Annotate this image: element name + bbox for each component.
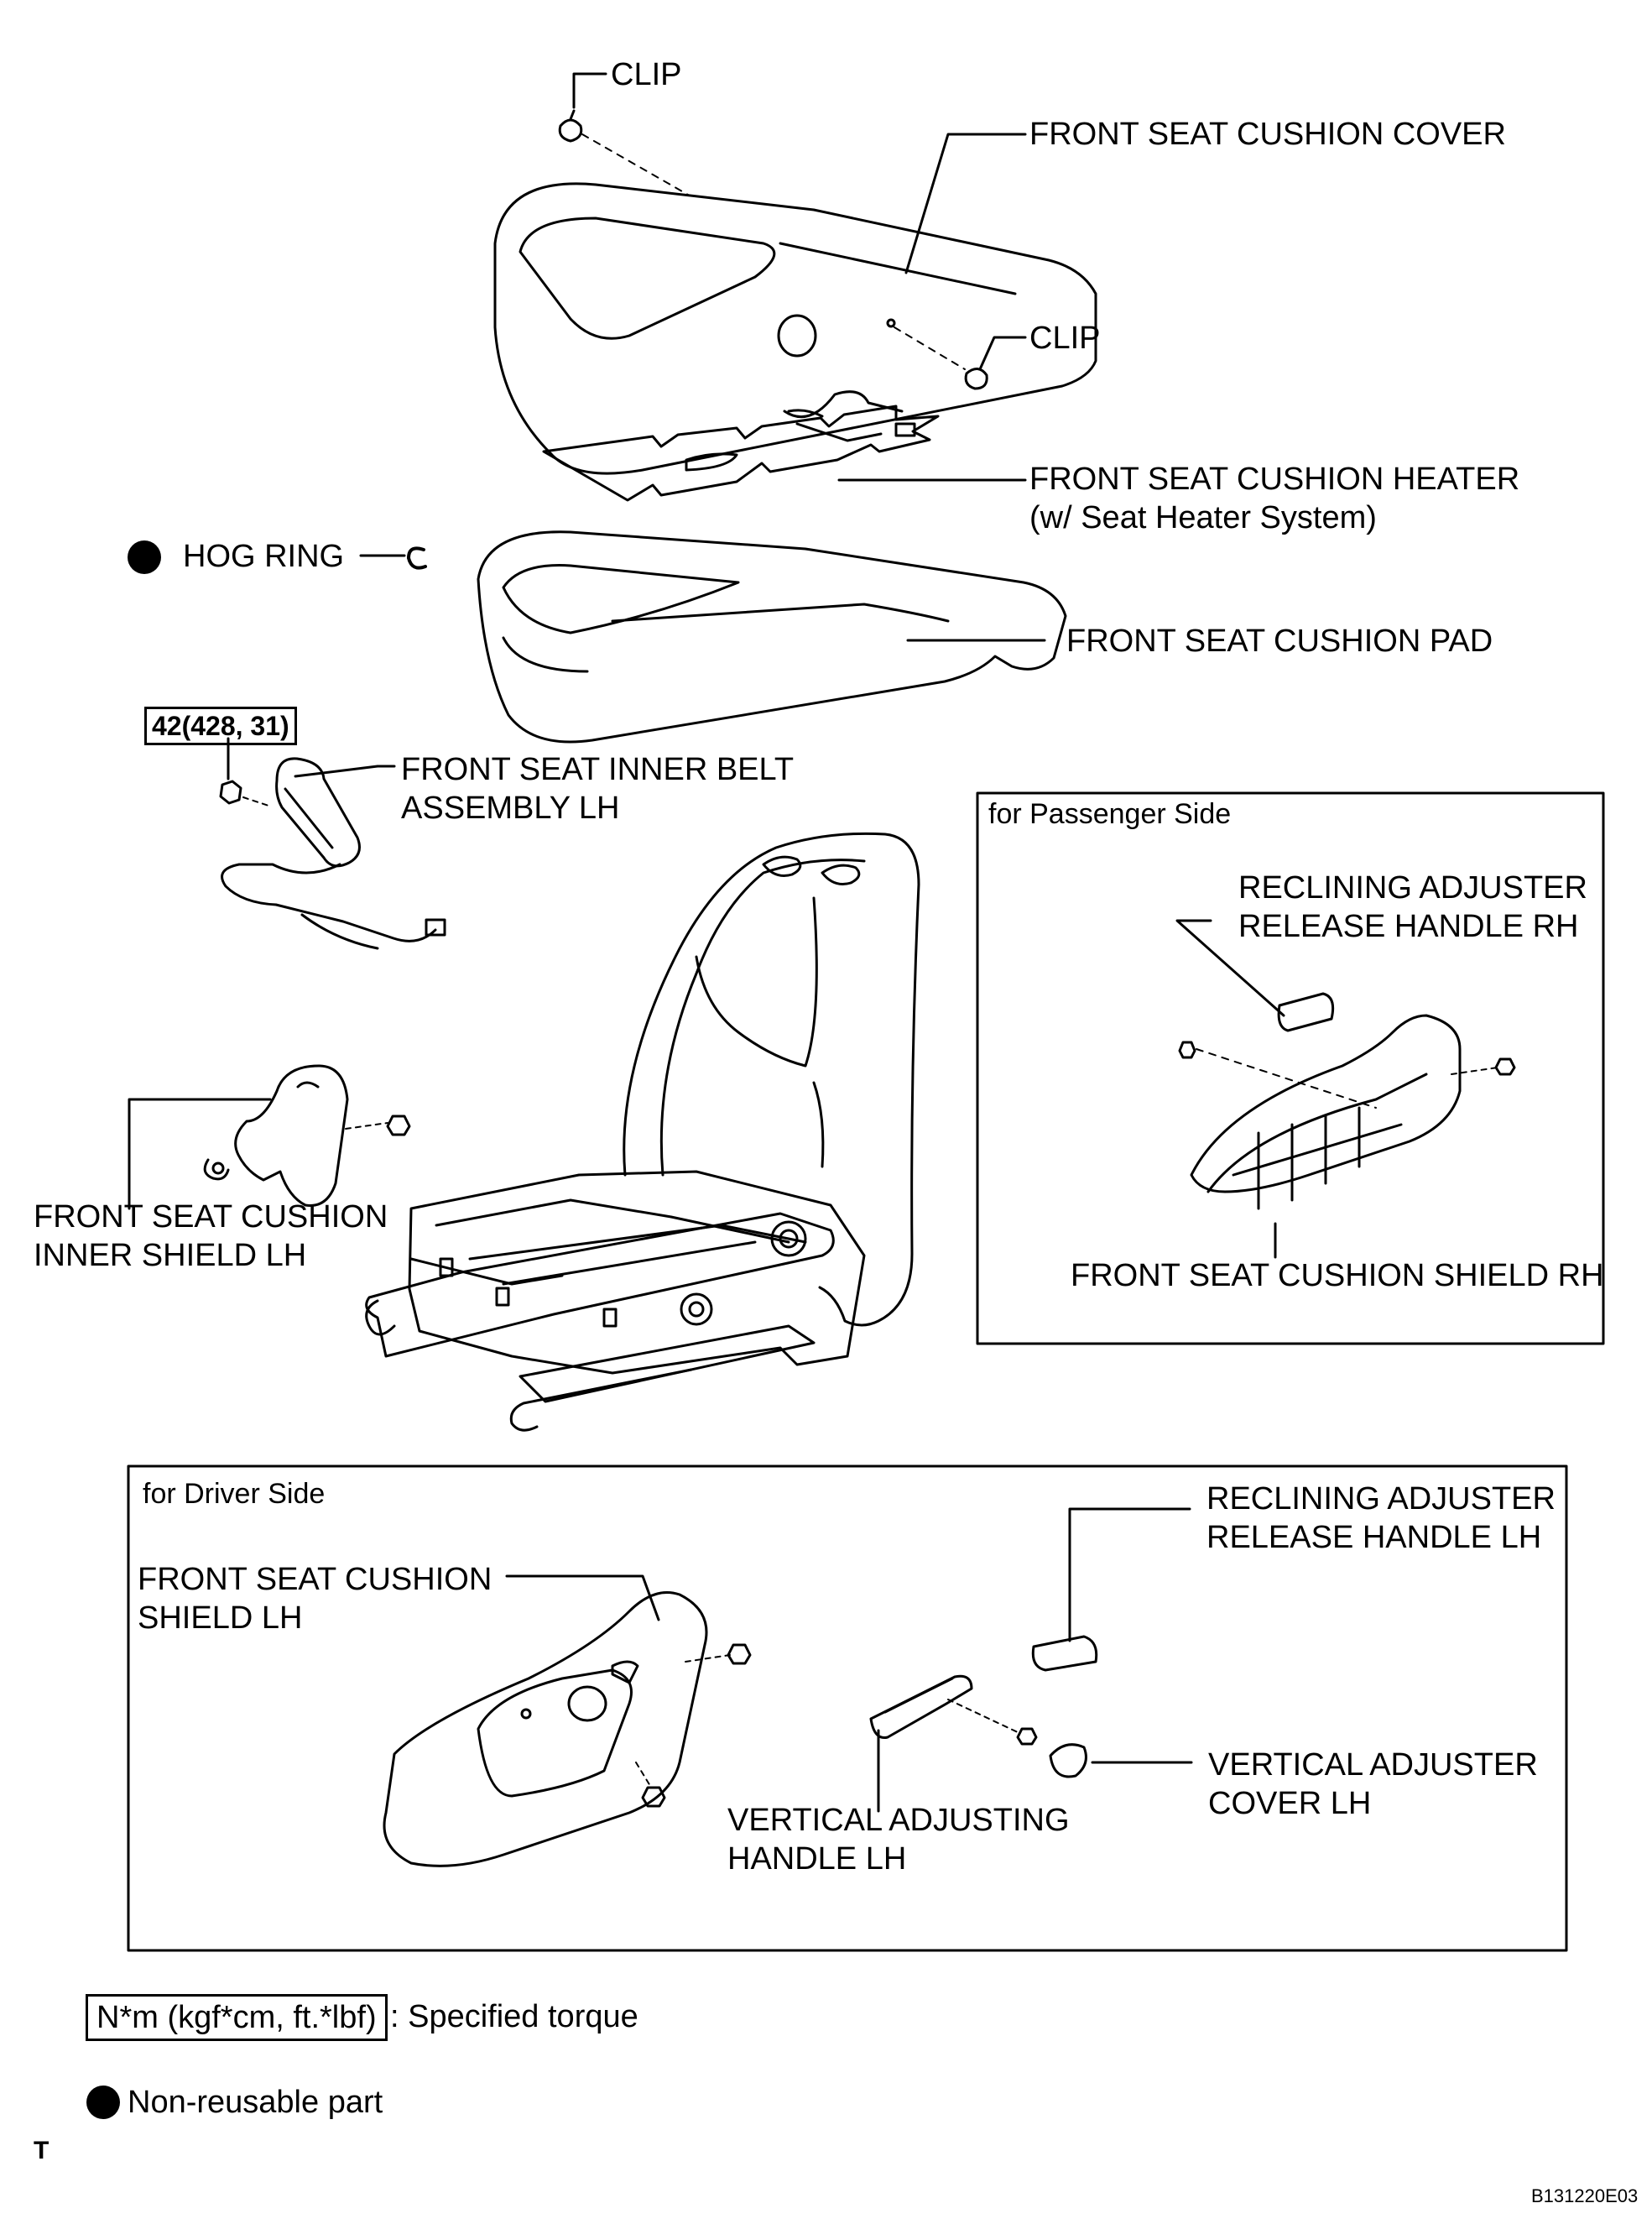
clip-top-label: CLIP: [611, 57, 682, 92]
inner-shield-leader: [128, 1098, 272, 1210]
recline-lh-label-line1: RECLINING ADJUSTER: [1206, 1481, 1556, 1517]
cushion-cover-label: FRONT SEAT CUSHION COVER: [1029, 117, 1506, 152]
cushion-heater-label: FRONT SEAT CUSHION HEATER (w/ Seat Heate…: [1029, 460, 1519, 537]
recline-rh-leader: [1175, 919, 1285, 1017]
shield-rh-part: [1178, 1014, 1516, 1210]
clip-top-dashed: [581, 133, 689, 196]
cushion-heater-label-line2: (w/ Seat Heater System): [1029, 500, 1377, 535]
legend-torque-desc: : Specified torque: [390, 1999, 638, 2034]
shield-lh-label-line1: FRONT SEAT CUSHION: [138, 1562, 492, 1597]
vert-cover-label-line1: VERTICAL ADJUSTER: [1208, 1747, 1538, 1783]
inner-belt-label-line2: ASSEMBLY LH: [401, 791, 620, 826]
cushion-cover-leader: [904, 133, 1027, 274]
inner-shield-label-line1: FRONT SEAT CUSHION: [34, 1199, 388, 1235]
clip-top-leader: [572, 72, 607, 109]
clip-right-label: CLIP: [1029, 321, 1101, 356]
vert-handle-label-line1: VERTICAL ADJUSTING: [727, 1803, 1070, 1838]
shield-lh-label: FRONT SEAT CUSHION SHIELD LH: [138, 1560, 492, 1637]
shield-lh-label-line2: SHIELD LH: [138, 1600, 303, 1636]
hog-ring-part: [407, 546, 427, 570]
inner-belt-label-line1: FRONT SEAT INNER BELT: [401, 752, 795, 787]
cushion-pad-label: FRONT SEAT CUSHION PAD: [1066, 624, 1493, 659]
passenger-side-title: for Passenger Side: [988, 798, 1232, 830]
shield-lh-part: [383, 1591, 752, 1867]
shield-rh-label: FRONT SEAT CUSHION SHIELD RH: [1071, 1258, 1604, 1293]
inner-belt-leader: [294, 765, 396, 778]
cushion-pad-part: [477, 530, 1067, 744]
corner-mark: T: [34, 2137, 50, 2164]
nonreusable-dot-icon: [128, 540, 161, 574]
seat-frame-part: [365, 832, 920, 1432]
clip-right-dashed: [894, 326, 966, 370]
legend-nonreusable-label: Non-reusable part: [128, 2085, 383, 2120]
inner-belt-part: [219, 757, 446, 950]
vert-handle-label: VERTICAL ADJUSTING HANDLE LH: [727, 1801, 1070, 1878]
inner-shield-part: [203, 1064, 411, 1207]
passenger-side-box: [976, 791, 1605, 1345]
recline-rh-label-line2: RELEASE HANDLE RH: [1238, 909, 1579, 944]
recline-lh-label-line2: RELEASE HANDLE LH: [1206, 1520, 1542, 1555]
driver-side-title: for Driver Side: [143, 1478, 326, 1510]
legend-nonreusable-icon: [86, 2086, 120, 2119]
cushion-heater-part: [542, 390, 940, 502]
legend-torque-unit-box: N*m (kgf*cm, ft.*lbf): [86, 1994, 388, 2041]
hog-ring-label: HOG RING: [183, 539, 345, 574]
figure-id: B131220E03: [1531, 2185, 1639, 2206]
inner-shield-label: FRONT SEAT CUSHION INNER SHIELD LH: [34, 1198, 388, 1275]
inner-belt-label: FRONT SEAT INNER BELT ASSEMBLY LH: [401, 750, 794, 827]
recline-rh-label-line1: RECLINING ADJUSTER: [1238, 870, 1587, 906]
vert-handle-label-line2: HANDLE LH: [727, 1841, 907, 1877]
clip-top-part: [558, 109, 583, 143]
driver-side-box: [127, 1464, 1568, 1952]
clip-right-leader: [978, 336, 1027, 371]
vert-cover-part: [1049, 1743, 1087, 1778]
cushion-heater-label-line1: FRONT SEAT CUSHION HEATER: [1029, 462, 1520, 497]
cushion-cover-part: [493, 182, 1097, 475]
vert-cover-label: VERTICAL ADJUSTER COVER LH: [1208, 1746, 1538, 1823]
recline-rh-label: RECLINING ADJUSTER RELEASE HANDLE RH: [1238, 869, 1587, 946]
recline-lh-part: [1031, 1635, 1098, 1672]
recline-lh-label: RECLINING ADJUSTER RELEASE HANDLE LH: [1206, 1480, 1556, 1557]
inner-shield-label-line2: INNER SHIELD LH: [34, 1238, 307, 1273]
recline-lh-leader: [1068, 1507, 1191, 1642]
vert-handle-part: [869, 1674, 1038, 1746]
recline-rh-part: [1277, 992, 1335, 1032]
shield-lh-leader: [505, 1574, 660, 1621]
clip-right-part: [964, 368, 988, 390]
torque-value-box: 42(428, 31): [144, 707, 297, 745]
vert-cover-label-line2: COVER LH: [1208, 1786, 1372, 1821]
